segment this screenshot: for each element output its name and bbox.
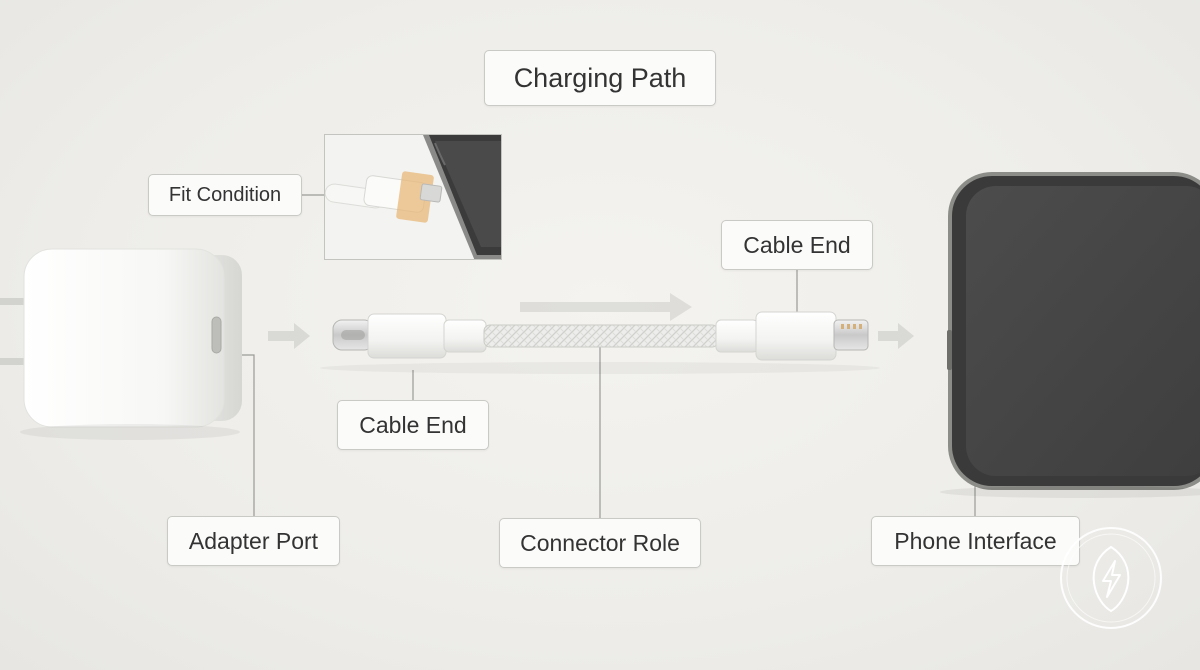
power-adapter-icon: [0, 248, 242, 440]
arrow-right-icon: [520, 293, 692, 321]
connector-role-label: Connector Role: [499, 518, 701, 568]
phone-interface-label: Phone Interface: [871, 516, 1080, 566]
cable-end-right-label: Cable End: [721, 220, 873, 270]
arrow-right-icon: [268, 323, 310, 349]
flow-arrows: [268, 293, 914, 349]
diagram-title: Charging Path: [484, 50, 716, 106]
smartphone-icon: [940, 172, 1200, 498]
adapter-port-label: Adapter Port: [167, 516, 340, 566]
fit-condition-inset: [324, 134, 502, 260]
lightning-bolt-seal-icon: [1060, 527, 1162, 629]
cable-end-left-label: Cable End: [337, 400, 489, 450]
lightning-plug-icon: [715, 311, 869, 361]
usb-c-plug-icon: [332, 313, 487, 359]
arrow-right-icon: [878, 323, 914, 349]
fit-condition-label: Fit Condition: [148, 174, 302, 216]
charging-cable: [320, 311, 880, 374]
